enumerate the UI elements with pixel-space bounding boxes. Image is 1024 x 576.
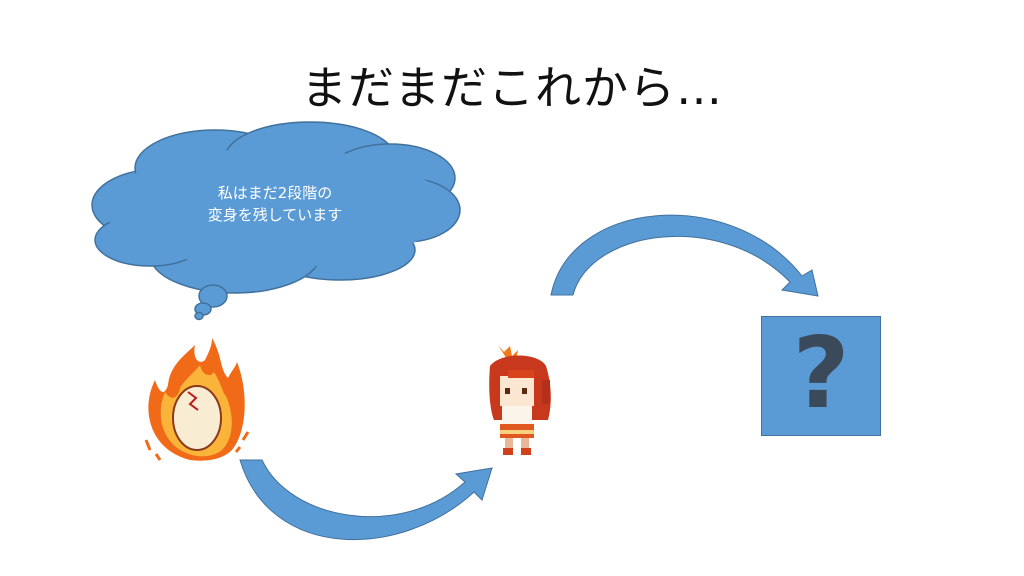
flaming-egg-sprite xyxy=(144,338,250,461)
question-mark-icon: ? xyxy=(792,317,850,431)
thought-bubble xyxy=(91,121,461,321)
arrow-egg-to-girl xyxy=(239,459,493,540)
mystery-box: ? xyxy=(761,316,881,436)
thought-bubble-line-2: 変身を残しています xyxy=(207,206,343,224)
arrow-girl-to-box xyxy=(550,214,819,297)
thought-bubble-line-1: 私はまだ2段階の xyxy=(217,184,333,202)
slide-title: まだまだこれから… xyxy=(300,61,724,115)
thought-bubble-text: 私はまだ2段階の 変身を残しています xyxy=(150,182,400,226)
fire-girl-sprite xyxy=(489,345,551,455)
